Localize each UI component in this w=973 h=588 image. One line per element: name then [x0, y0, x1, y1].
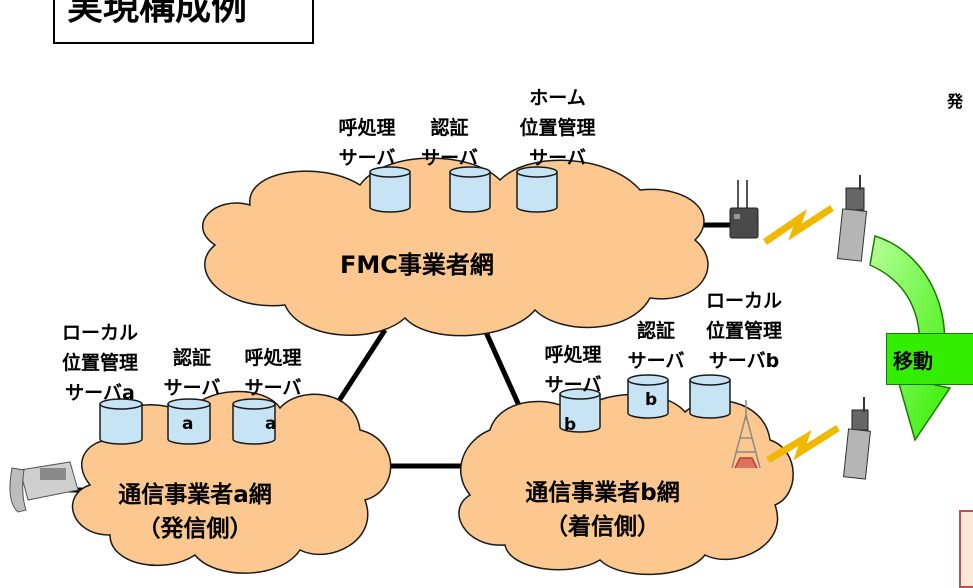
fmc-auth-server-label: 認証 サーバ — [412, 113, 487, 173]
fmc-call-server-label-line2: サーバ — [338, 147, 396, 169]
a-call-label-line2: サーバ — [244, 377, 302, 399]
move-arrow-icon — [869, 235, 952, 442]
title-box: 実現構成例 — [53, 0, 314, 44]
access-point-icon — [729, 180, 759, 239]
mobile-phone-top-icon — [836, 175, 868, 262]
b-call-db-letter: b — [564, 415, 577, 435]
a-call-label-line1: 呼処理 — [244, 347, 302, 369]
mobile-phone-bottom-icon — [843, 397, 871, 480]
a-auth-label-line2: サーバ — [163, 377, 221, 399]
fmc-network-cloud — [201, 157, 709, 337]
b-local-location-server-label: ローカル 位置管理 サーバb — [688, 286, 800, 376]
b-local-label-line3: サーバb — [708, 350, 780, 372]
b-call-label-line2: サーバ — [544, 374, 602, 396]
fmc-auth-server-db — [449, 166, 491, 213]
a-auth-label-line1: 認証 — [172, 347, 211, 369]
b-auth-server-label: 認証 サーバ — [616, 316, 696, 376]
network-a-label-line1: 通信事業者a網 — [118, 482, 272, 508]
server-cylinders — [99, 166, 731, 445]
radio-wave-top-icon — [763, 205, 834, 245]
network-a-cloud — [71, 390, 392, 574]
fmc-home-label-line2: 位置管理 — [519, 117, 596, 139]
a-auth-db-letter: a — [182, 414, 194, 434]
desk-phone-icon — [9, 461, 79, 513]
b-local-label-line1: ローカル — [705, 290, 782, 312]
b-auth-db-letter: b — [645, 390, 658, 410]
fmc-home-location-server-label: ホーム 位置管理 サーバ — [500, 83, 615, 173]
fmc-home-label-line3: サーバ — [529, 147, 586, 169]
fmc-auth-server-label-line1: 認証 — [430, 117, 469, 139]
b-auth-label-line1: 認証 — [636, 320, 675, 342]
network-b-label: 通信事業者b網 （着信側） — [500, 476, 705, 544]
fmc-auth-server-label-line2: サーバ — [421, 147, 478, 169]
a-local-location-server-label: ローカル 位置管理 サーバa — [40, 318, 160, 408]
b-auth-server-db — [627, 374, 669, 419]
radio-tower-icon — [731, 400, 761, 469]
b-call-server-label: 呼処理 サーバ — [528, 340, 618, 400]
page-title: 実現構成例 — [67, 0, 248, 28]
b-call-server-db — [559, 388, 601, 433]
a-call-server-label: 呼処理 サーバ — [228, 343, 318, 403]
fmc-call-server-db — [369, 166, 411, 213]
a-auth-server-label: 認証 サーバ — [152, 343, 232, 403]
a-call-db-letter: a — [265, 414, 277, 434]
a-call-server-db — [232, 398, 276, 445]
a-auth-server-db — [167, 398, 211, 445]
radio-wave-bottom-icon — [766, 425, 840, 464]
network-a-label-line2: （発信側） — [137, 516, 253, 542]
a-local-label-line3: サーバa — [65, 382, 135, 404]
move-label-box: 移動 — [886, 333, 973, 385]
fmc-home-location-server-db — [516, 166, 558, 213]
b-local-location-server-db — [689, 374, 731, 419]
b-local-label-line2: 位置管理 — [705, 320, 782, 342]
a-local-location-server-db — [99, 398, 143, 445]
b-call-label-line1: 呼処理 — [544, 344, 602, 366]
fmc-call-server-label: 呼処理 サーバ — [322, 113, 412, 173]
network-b-label-line1: 通信事業者b網 — [525, 480, 680, 506]
move-label: 移動 — [893, 349, 933, 373]
network-b-cloud — [458, 393, 794, 576]
fmc-home-label-line1: ホーム — [529, 87, 586, 109]
b-auth-label-line2: サーバ — [627, 350, 685, 372]
a-local-label-line1: ローカル — [61, 322, 138, 344]
edge-text: 発 — [947, 92, 964, 111]
a-local-label-line2: 位置管理 — [61, 352, 138, 374]
fmc-network-label: FMC事業者網 — [340, 251, 494, 279]
network-a-label: 通信事業者a網 （発信側） — [100, 478, 290, 546]
network-b-label-line2: （着信側） — [545, 514, 660, 540]
note-box-partial — [959, 510, 973, 588]
fmc-call-server-label-line1: 呼処理 — [338, 117, 396, 139]
